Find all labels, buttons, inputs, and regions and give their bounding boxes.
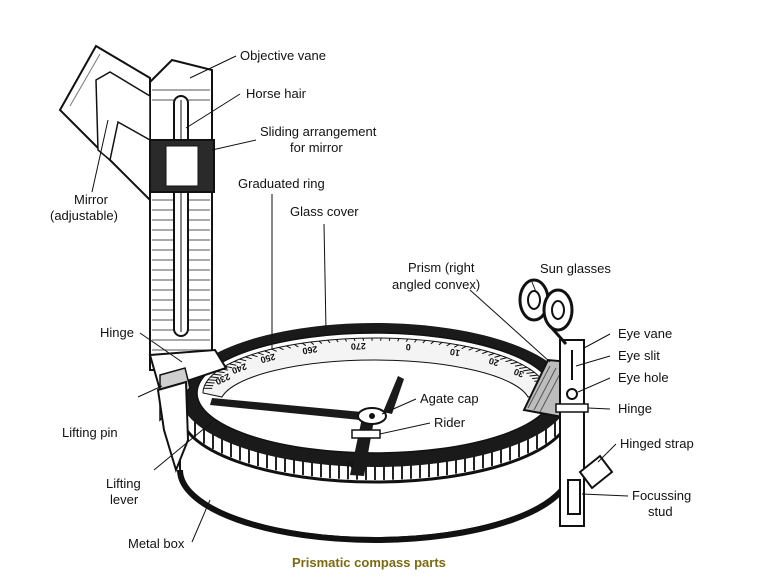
ring-tick bbox=[310, 341, 315, 345]
mirror bbox=[58, 44, 151, 203]
ring-tick bbox=[353, 338, 356, 342]
label-lifting-lever: Lifting bbox=[106, 476, 141, 491]
ring-tick bbox=[344, 338, 348, 342]
label-sliding-arrangement-2: for mirror bbox=[290, 140, 343, 155]
ring-tick bbox=[206, 382, 215, 384]
label-focussing-stud-2: stud bbox=[648, 504, 673, 519]
ring-tick bbox=[278, 346, 284, 351]
ring-tick bbox=[526, 371, 535, 374]
label-lifting-lever-2: lever bbox=[110, 492, 139, 507]
eye-hole bbox=[566, 388, 578, 400]
label-mirror: Mirror bbox=[74, 192, 109, 207]
label-graduated-ring: Graduated ring bbox=[238, 176, 325, 191]
ring-tick bbox=[286, 345, 292, 349]
leader-lines bbox=[91, 55, 629, 543]
degree-label: 240 bbox=[231, 361, 249, 376]
ring-tick bbox=[422, 340, 426, 344]
ring-tick bbox=[510, 361, 518, 365]
ring-tick bbox=[213, 373, 222, 376]
label-sliding-arrangement: Sliding arrangement bbox=[260, 124, 377, 139]
needle-mark: N bbox=[347, 460, 354, 470]
prism-assembly bbox=[518, 278, 614, 527]
ring-tick bbox=[264, 350, 271, 354]
ring-tick bbox=[515, 364, 523, 367]
label-horse-hair: Horse hair bbox=[246, 86, 307, 101]
ring-tick bbox=[397, 338, 400, 342]
label-eye-vane: Eye vane bbox=[618, 326, 672, 341]
label-objective-vane: Objective vane bbox=[240, 48, 326, 63]
objective-vane bbox=[148, 58, 228, 422]
degree-label: 20 bbox=[488, 356, 500, 368]
focussing-stud bbox=[567, 479, 581, 515]
ring-tick bbox=[362, 337, 365, 342]
ring-tick bbox=[229, 363, 237, 366]
label-agate-cap: Agate cap bbox=[420, 391, 479, 406]
ring-tick bbox=[210, 376, 219, 379]
label-rider: Rider bbox=[434, 415, 466, 430]
label-eye-slit: Eye slit bbox=[618, 348, 660, 363]
degree-label: 0 bbox=[405, 342, 411, 352]
degree-label: 10 bbox=[449, 347, 461, 359]
label-lifting-pin: Lifting pin bbox=[62, 425, 118, 440]
label-hinge-right: Hinge bbox=[618, 401, 652, 416]
ring-tick bbox=[500, 357, 507, 360]
label-mirror-2: (adjustable) bbox=[50, 208, 118, 223]
label-glass-cover: Glass cover bbox=[290, 204, 359, 219]
ring-tick bbox=[245, 356, 252, 360]
ring-tick bbox=[523, 369, 531, 372]
ring-tick bbox=[475, 349, 482, 353]
ring-tick bbox=[239, 358, 247, 362]
ring-tick bbox=[488, 352, 495, 356]
ring-tick bbox=[453, 344, 459, 348]
ring-tick bbox=[251, 354, 258, 358]
ring-tick bbox=[302, 342, 307, 347]
ring-tick bbox=[335, 339, 339, 343]
ring-tick bbox=[494, 355, 501, 358]
rider bbox=[351, 429, 381, 439]
label-prism: Prism (right bbox=[408, 260, 475, 275]
ring-tick bbox=[461, 345, 467, 350]
ring-tick bbox=[388, 338, 391, 342]
ring-tick bbox=[468, 347, 474, 351]
label-sun-glasses: Sun glasses bbox=[540, 261, 611, 276]
ring-tick bbox=[414, 339, 417, 343]
label-prism-2: angled convex) bbox=[392, 277, 480, 292]
degree-label: 30 bbox=[512, 366, 525, 379]
ring-tick bbox=[529, 374, 538, 377]
label-metal-box: Metal box bbox=[128, 536, 185, 551]
ring-tick bbox=[405, 338, 409, 342]
ring-tick bbox=[233, 361, 242, 364]
ring-tick bbox=[294, 343, 299, 348]
needle-assembly: N bbox=[210, 376, 404, 476]
label-focussing-stud: Focussing bbox=[632, 488, 691, 503]
ring-tick bbox=[430, 340, 435, 345]
ring-tick bbox=[318, 340, 323, 344]
ring-tick bbox=[257, 352, 264, 356]
figure-caption: Prismatic compass parts bbox=[292, 555, 446, 570]
label-hinge-left: Hinge bbox=[100, 325, 134, 340]
ring-tick bbox=[505, 359, 513, 363]
ring-tick bbox=[327, 339, 331, 344]
ring-tick bbox=[438, 341, 443, 346]
ring-tick bbox=[519, 366, 527, 369]
hinged-strap bbox=[578, 454, 614, 490]
degree-label: 260 bbox=[302, 344, 318, 356]
ring-tick bbox=[446, 343, 451, 347]
ring-tick bbox=[208, 379, 217, 381]
ring-tick bbox=[482, 351, 488, 355]
sun-glasses bbox=[518, 278, 574, 345]
labels: Objective vane Horse hair Sliding arrang… bbox=[50, 48, 694, 551]
degree-label: 270 bbox=[351, 341, 366, 352]
label-eye-hole: Eye hole bbox=[618, 370, 669, 385]
degree-label: 250 bbox=[259, 352, 276, 365]
label-hinged-strap: Hinged strap bbox=[620, 436, 694, 451]
